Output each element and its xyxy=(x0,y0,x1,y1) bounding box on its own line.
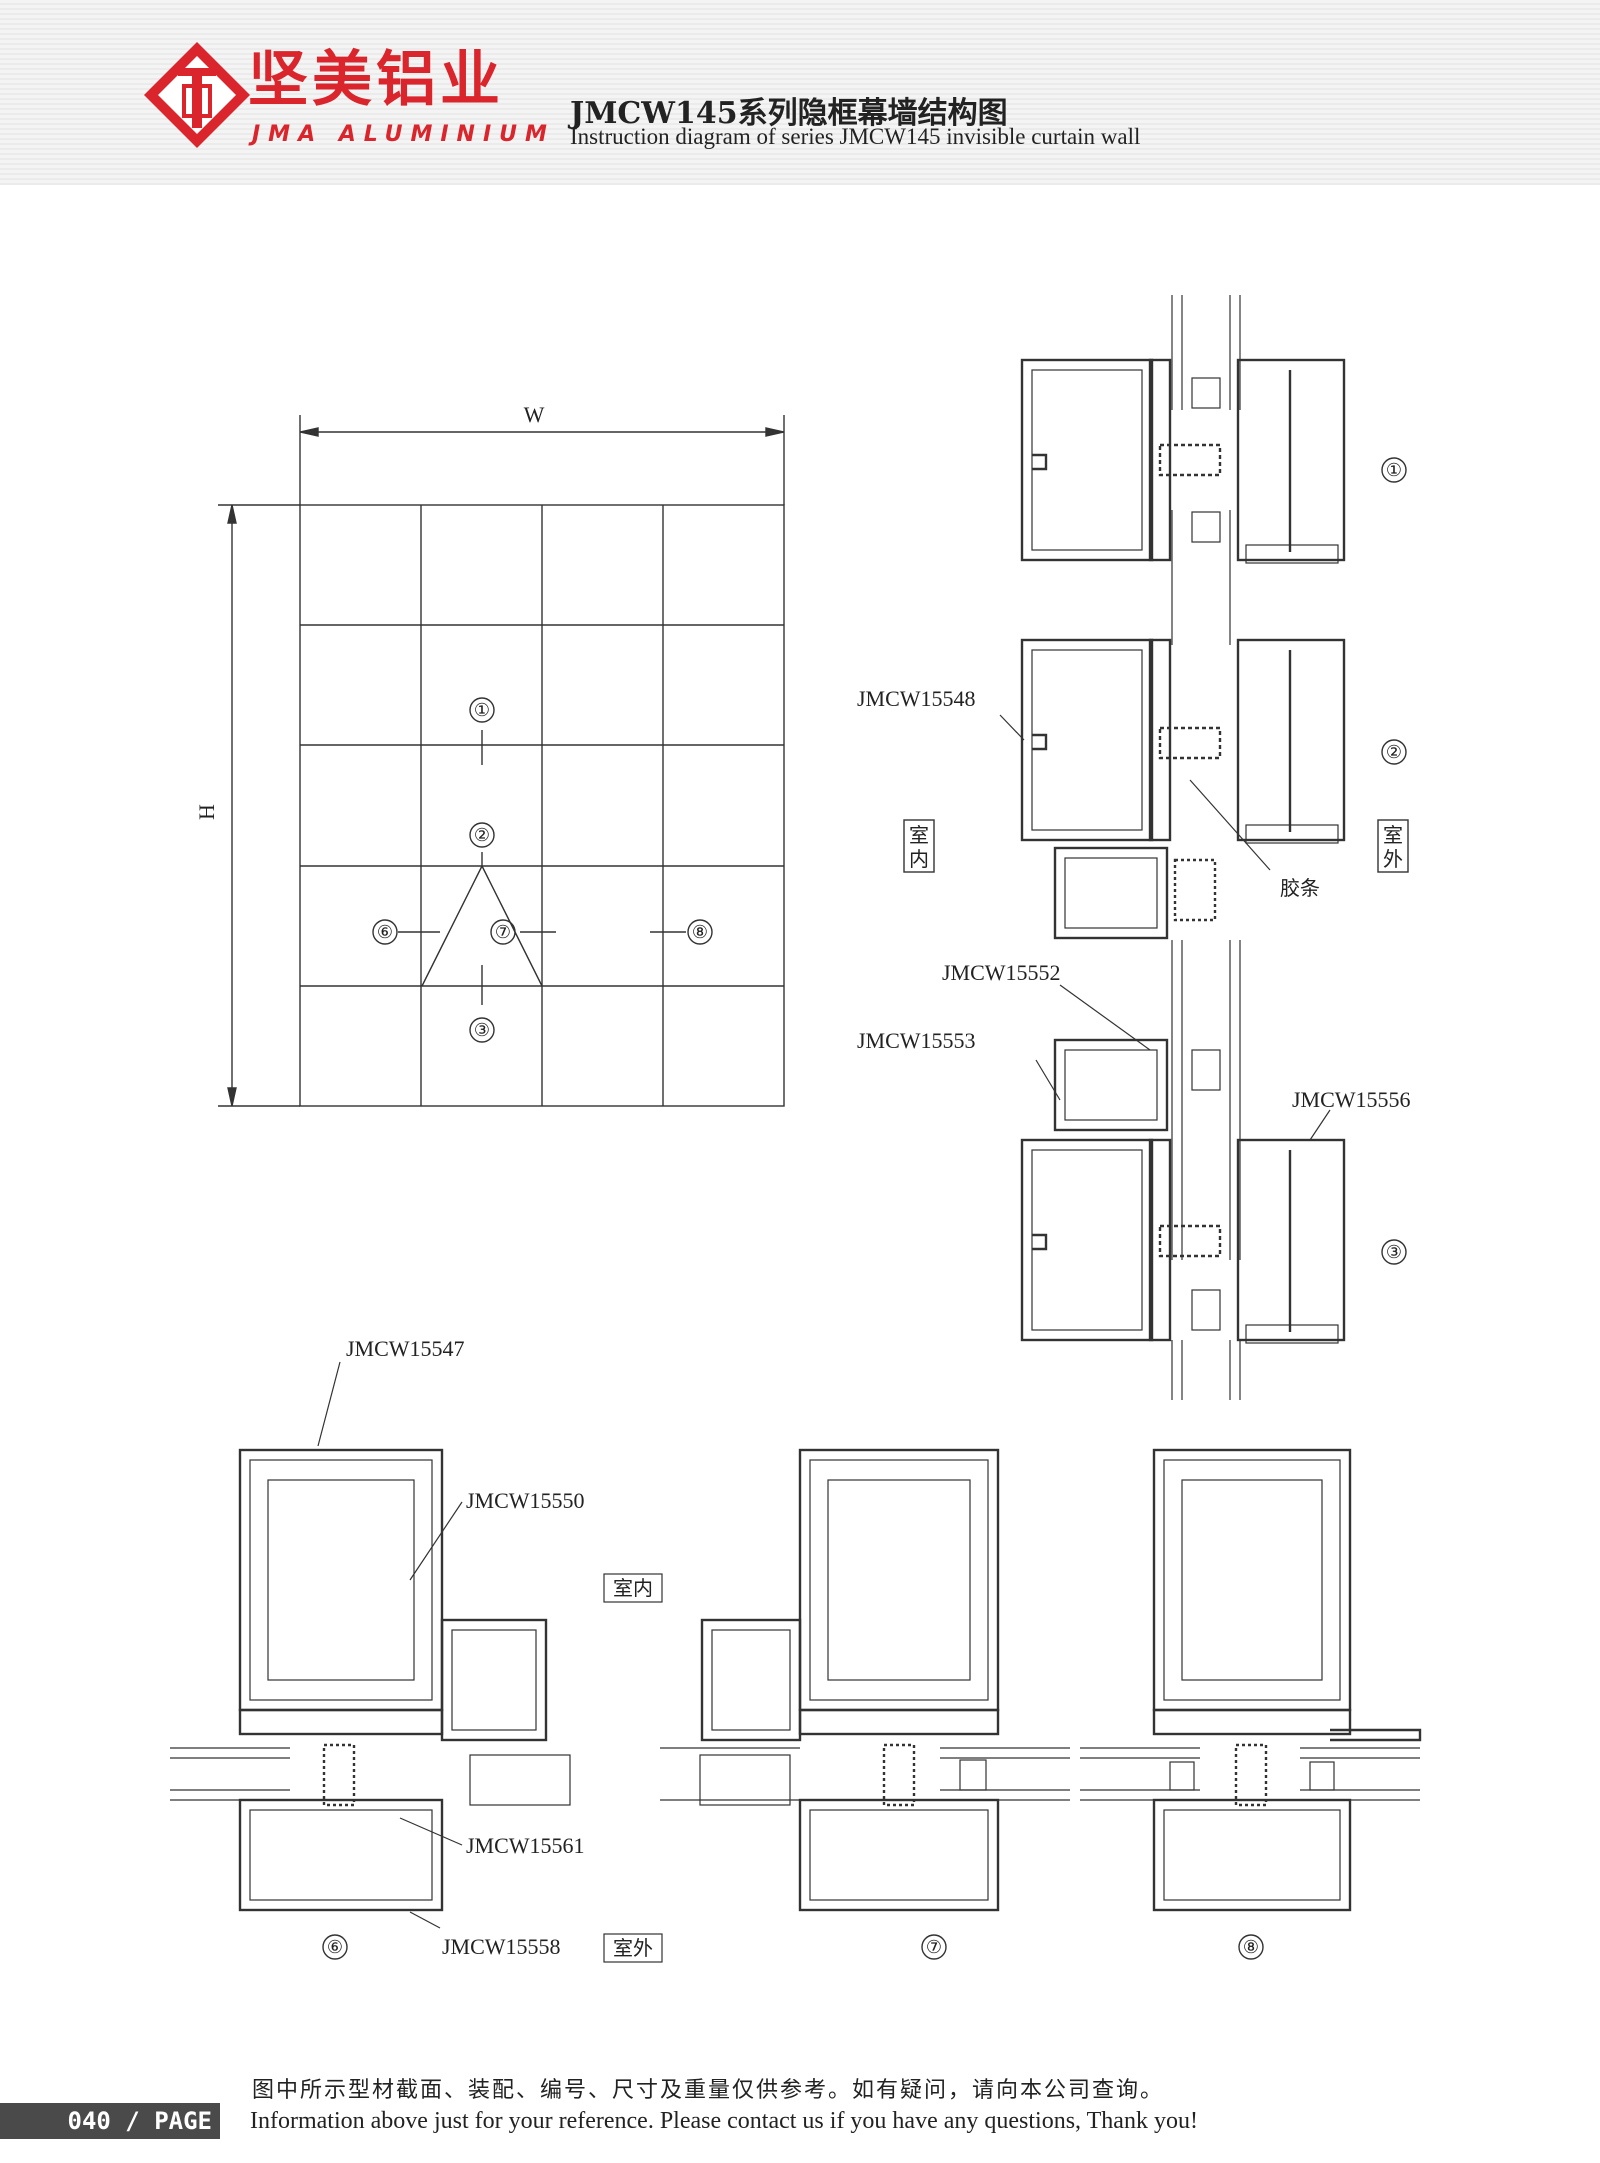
brand-logo-icon xyxy=(144,42,250,148)
elevation-markers xyxy=(372,697,713,1043)
part-label-15552: JMCW15552 xyxy=(942,960,1061,985)
part-label-15556: JMCW15556 xyxy=(1292,1087,1411,1112)
part-label-15550: JMCW15550 xyxy=(466,1488,585,1513)
part-label-15561: JMCW15561 xyxy=(466,1833,585,1858)
footer-note-cn: 图中所示型材截面、装配、编号、尺寸及重量仅供参考。如有疑问，请向本公司查询。 xyxy=(252,2078,1165,2103)
width-label: W xyxy=(524,402,545,427)
page-subtitle: Instruction diagram of series JMCW145 in… xyxy=(570,124,1141,149)
technical-drawing: W H ① ② ③ ⑥ ⑦ ⑧ ① ② ③ 室 内 室 外 胶条 JMCW155… xyxy=(170,295,1422,1963)
horizontal-section-8 xyxy=(1152,1448,1422,1912)
header-band xyxy=(0,0,1600,185)
elevation-marker-7: ⑦ xyxy=(495,922,511,942)
horizontal-section-8-glass xyxy=(1080,1747,1420,1801)
elevation-grid xyxy=(218,415,785,1107)
horizontal-marker-7: ⑦ xyxy=(926,1937,942,1957)
elevation-marker-2: ② xyxy=(474,825,490,845)
vertical-section-glass xyxy=(1171,1340,1241,1400)
horizontal-section-6 xyxy=(238,1448,571,1912)
horizontal-section-7 xyxy=(699,1448,1000,1912)
horizontal-section-6-glass xyxy=(170,1747,290,1801)
elevation-marker-6: ⑥ xyxy=(377,922,393,942)
brand-name-en: JMA ALUMINIUM xyxy=(252,122,555,147)
vertical-marker-3: ③ xyxy=(1386,1242,1402,1262)
brand-name-cn: 坚美铝业 xyxy=(248,45,504,115)
vertical-markers xyxy=(903,457,1409,1265)
elevation-marker-3: ③ xyxy=(474,1020,490,1040)
horizontal-marker-8: ⑧ xyxy=(1243,1937,1259,1957)
indoor-label-bottom: 内 xyxy=(909,847,929,871)
gasket-label: 胶条 xyxy=(1280,876,1320,900)
elevation-marker-1: ① xyxy=(474,700,490,720)
outdoor-label-top: 室 xyxy=(1383,823,1403,847)
vertical-marker-2: ② xyxy=(1386,742,1402,762)
page-title: JMCW145系列隐框幕墙结构图 xyxy=(570,96,1008,131)
part-label-15558: JMCW15558 xyxy=(442,1934,561,1959)
indoor-label-top: 室 xyxy=(909,823,929,847)
vertical-section xyxy=(1020,295,1346,1344)
vertical-leaders xyxy=(999,714,1331,1141)
page-number: 040 / PAGE xyxy=(0,2103,220,2139)
outdoor-label-horizontal: 室外 xyxy=(613,1936,653,1960)
horizontal-section-7-glass xyxy=(660,1747,1070,1801)
elevation-marker-8: ⑧ xyxy=(692,922,708,942)
horizontal-marker-6: ⑥ xyxy=(327,1937,343,1957)
vertical-marker-1: ① xyxy=(1386,460,1402,480)
part-label-15547: JMCW15547 xyxy=(346,1336,465,1361)
indoor-label-horizontal: 室内 xyxy=(613,1576,653,1600)
part-label-15548: JMCW15548 xyxy=(857,686,976,711)
outdoor-label-bottom: 外 xyxy=(1383,847,1403,871)
part-label-15553: JMCW15553 xyxy=(857,1028,976,1053)
height-label: H xyxy=(194,804,219,820)
horizontal-leaders xyxy=(317,1361,663,1963)
footer-note-en: Information above just for your referenc… xyxy=(250,2108,1198,2134)
horizontal-markers xyxy=(322,1934,1264,1960)
